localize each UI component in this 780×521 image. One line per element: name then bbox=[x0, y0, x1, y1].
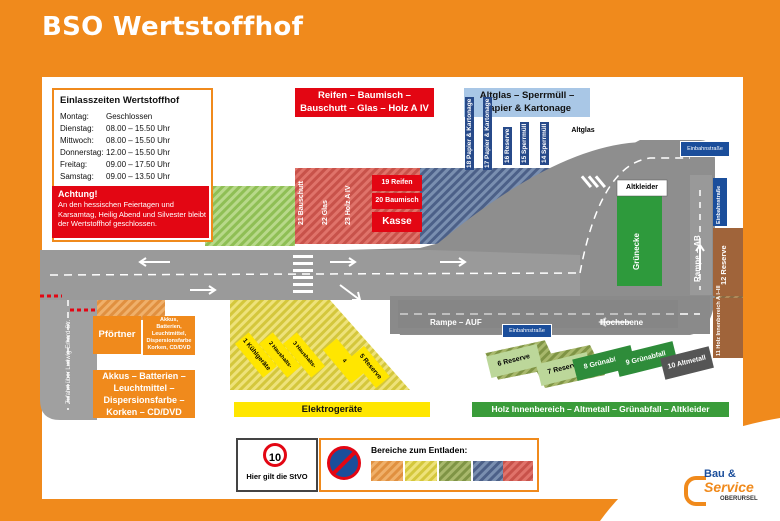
page-title: BSO Wertstoffhof bbox=[42, 12, 304, 42]
legend-swatch-yellow bbox=[405, 461, 437, 481]
slot-12: 12 Reserve bbox=[719, 245, 728, 285]
unloading-legend: Bereiche zum Entladen: bbox=[319, 438, 539, 492]
stvo-text: Hier gilt die StVO bbox=[246, 472, 308, 481]
pfoertner-item: Akkus, bbox=[159, 317, 179, 323]
header-bar: BSO Wertstoffhof bbox=[0, 0, 780, 58]
label-line: Akkus – Batterien – bbox=[102, 371, 186, 381]
legend-swatch-orange bbox=[371, 461, 403, 481]
pfoertner-item: Korken, CD/DVD bbox=[147, 345, 191, 351]
slot-23: 23 Holz A IV bbox=[345, 185, 352, 225]
hours-day: Freitag: bbox=[60, 160, 88, 169]
slot-12-box bbox=[713, 228, 743, 296]
opening-hours-title: Einlasszeiten Wertstoffhof bbox=[60, 95, 180, 106]
holz-category-label: Holz Innenbereich – Altmetall – Grünabfa… bbox=[472, 402, 729, 417]
hours-time: 08.00 – 15.50 Uhr bbox=[106, 124, 171, 133]
slot-21: 21 Bauschutt bbox=[298, 181, 305, 225]
altkleider-box: Altkleider bbox=[626, 184, 658, 191]
hours-time: Geschlossen bbox=[106, 112, 153, 121]
warning-title: Achtung! bbox=[58, 189, 98, 199]
label-line: Reifen – Baumisch – bbox=[318, 90, 411, 101]
label-line: Altglas – Sperrmüll – bbox=[479, 90, 575, 101]
slot-14: 14 Sperrmüll bbox=[540, 121, 549, 165]
hours-day: Mittwoch: bbox=[60, 136, 94, 145]
hours-row: Montag: Geschlossen bbox=[60, 112, 152, 121]
slot-11-box bbox=[713, 298, 743, 358]
legend-title: Bereiche zum Entladen: bbox=[371, 445, 468, 455]
label-line: Korken – CD/DVD bbox=[106, 407, 182, 417]
hours-row: Samstag: 09.00 – 13.50 Uhr bbox=[60, 172, 170, 181]
hours-day: Samstag: bbox=[60, 172, 94, 181]
reifen-category-label: Reifen – Baumisch – Bauschutt – Glas – H… bbox=[295, 88, 434, 117]
bau-service-logo: Bau & Service OBERURSEL bbox=[684, 468, 780, 521]
one-way-sign-right-label: Einbahnstraße bbox=[716, 185, 722, 224]
hours-time: 08.00 – 15.50 Uhr bbox=[106, 136, 171, 145]
hours-day: Dienstag: bbox=[60, 124, 94, 133]
logo-swirl-icon bbox=[684, 476, 706, 506]
slot-11: 11 Holz Innenbereich A I–III bbox=[716, 285, 722, 356]
elektro-category-label: Elektrogeräte bbox=[234, 402, 430, 417]
pfoertner-items: Akkus, Batterien, Leuchtmittel, Dispersi… bbox=[143, 316, 195, 355]
pfoertner-item: Batterien, bbox=[156, 324, 182, 330]
pfoertner-item: Leuchtmittel, bbox=[151, 331, 187, 337]
logo-swoosh bbox=[600, 418, 780, 521]
logo-line1: Bau & bbox=[704, 468, 736, 480]
one-way-sign-top: Einbahnstraße bbox=[680, 141, 730, 157]
speed-limit-sign-icon: 10 bbox=[263, 443, 287, 467]
stvo-panel: 10 Hier gilt die StVO bbox=[236, 438, 318, 492]
label-line: Bauschutt – Glas – Holz A IV bbox=[300, 103, 429, 114]
kasse-box: Kasse bbox=[372, 212, 422, 232]
hours-row: Mittwoch: 08.00 – 15.50 Uhr bbox=[60, 136, 170, 145]
label-line: Leuchtmittel – bbox=[113, 383, 175, 393]
slot-15: 15 Sperrmüll bbox=[520, 121, 529, 165]
hours-row: Donnerstag:12.00 – 15.50 Uhr bbox=[60, 148, 170, 157]
holiday-warning: Achtung! An den hessischen Feiertagen un… bbox=[52, 186, 209, 238]
rampe-ab-label: Rampe – AB bbox=[693, 235, 702, 282]
no-parking-icon bbox=[327, 446, 361, 480]
hours-row: Freitag: 09.00 – 17.50 Uhr bbox=[60, 160, 170, 169]
one-way-sign-ramp: Einbahnstraße bbox=[502, 324, 552, 338]
hours-time: 09.00 – 13.50 Uhr bbox=[106, 172, 171, 181]
legend-swatch-green bbox=[439, 461, 471, 481]
warning-text: An den hessischen Feiertagen und Karsamt… bbox=[58, 200, 207, 228]
rampe-auf-label: Rampe – AUF bbox=[430, 318, 482, 327]
label-line: Papier & Kartonage bbox=[482, 103, 572, 114]
pfoertner-box: Pförtner bbox=[93, 316, 141, 354]
zufahrt-label: Zufahrt über Ludwig-Erhard-Str. bbox=[66, 319, 72, 404]
hours-day: Montag: bbox=[60, 112, 89, 121]
slot-17: 17 Papier & Kartonage bbox=[483, 96, 492, 170]
hochebene-label: Hochebene bbox=[600, 318, 644, 327]
hours-time: 12.00 – 15.50 Uhr bbox=[106, 148, 171, 157]
altglas-box: Altglas bbox=[562, 124, 604, 138]
logo-line2: Service bbox=[704, 479, 754, 495]
hours-time: 09.00 – 17.50 Uhr bbox=[106, 160, 171, 169]
gruenecke-label: Grünecke bbox=[632, 233, 641, 270]
slot-20: 20 Baumisch bbox=[372, 193, 422, 209]
no-parking-stroke-icon bbox=[330, 449, 358, 477]
hours-day: Donnerstag: bbox=[60, 148, 104, 157]
hours-row: Dienstag: 08.00 – 15.50 Uhr bbox=[60, 124, 170, 133]
legend-swatch-red bbox=[503, 461, 535, 481]
label-line: Dispersionsfarbe – bbox=[103, 395, 185, 405]
slot-22: 22 Glas bbox=[322, 200, 329, 225]
slot-18: 18 Papier & Kartonage bbox=[465, 96, 474, 170]
slot-16: 16 Reserve bbox=[503, 126, 512, 165]
akkus-category-label: Akkus – Batterien – Leuchtmittel – Dispe… bbox=[93, 370, 195, 418]
pfoertner-item: Dispersionsfarbe bbox=[146, 338, 192, 344]
one-way-sign-right bbox=[713, 178, 727, 226]
legend-swatch-blue bbox=[473, 461, 505, 481]
logo-line3: OBERURSEL bbox=[720, 496, 758, 502]
slot-19: 19 Reifen bbox=[372, 175, 422, 191]
